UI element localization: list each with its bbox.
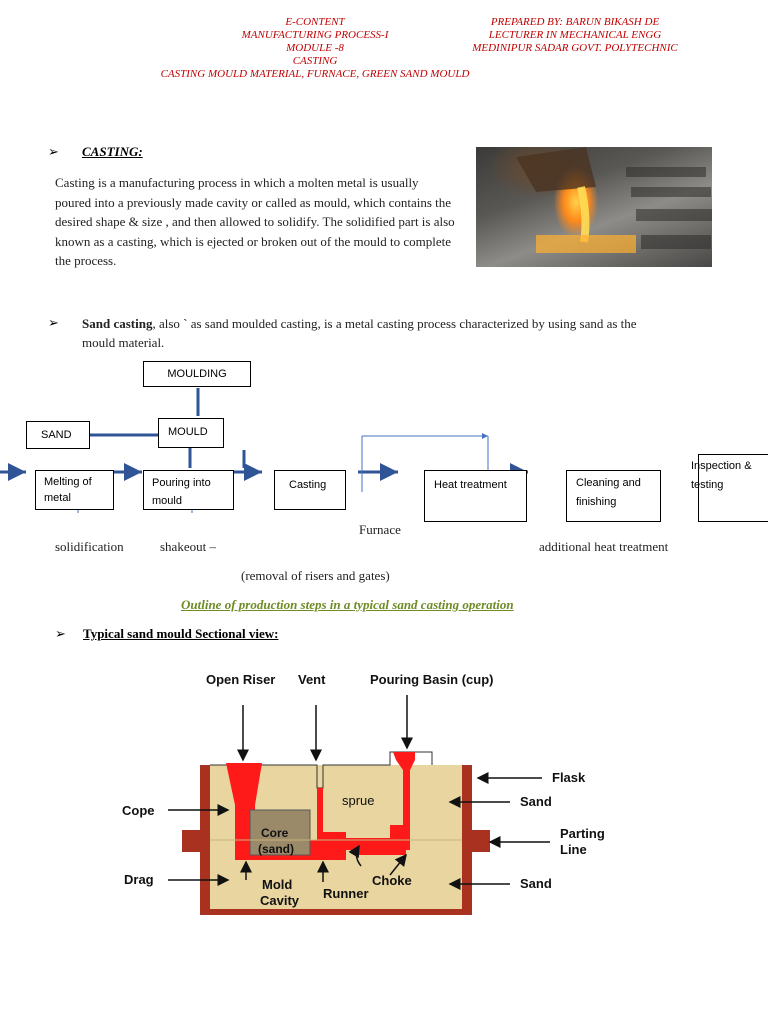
drag-label: Drag xyxy=(124,872,154,887)
core xyxy=(249,809,311,856)
furnace-label: Furnace xyxy=(359,522,401,537)
sand-casting-term: Sand casting xyxy=(82,316,153,331)
sand-mould-diagram: Open Riser Vent Pouring Basin (cup) Flas… xyxy=(122,672,605,915)
header-subtopic: CASTING MOULD MATERIAL, FURNACE, GREEN S… xyxy=(160,68,470,80)
header-prepared-by: PREPARED BY: BARUN BIKASH DE xyxy=(490,16,660,28)
header-left: E-CONTENT MANUFACTURING PROCESS-I MODULE… xyxy=(150,16,480,81)
mould-section-title: Typical sand mould Sectional view: xyxy=(83,626,279,641)
header-designation: LECTURER IN MECHANICAL ENGG xyxy=(488,29,662,41)
sand-top-label: Sand xyxy=(520,794,552,809)
sand-casting-definition: , also ` as sand moulded casting, is a m… xyxy=(82,316,637,350)
solidification-label: solidification xyxy=(55,539,124,554)
flow-caption: Outline of production steps in a typical… xyxy=(181,597,514,612)
parting-line-label-1: Parting xyxy=(560,826,605,841)
choke-label: Choke xyxy=(372,873,412,888)
melting-box: Melting of metal xyxy=(35,470,114,510)
core-label-1: Core xyxy=(261,826,289,840)
mould-box: MOULD xyxy=(158,418,224,448)
casting-box: Casting xyxy=(274,470,346,510)
inspection-testing-box: Inspection & testing xyxy=(691,454,768,522)
heat-treatment-box: Heat treatment xyxy=(424,470,527,522)
sprue-label: sprue xyxy=(342,793,375,808)
cope-label: Cope xyxy=(122,803,155,818)
header-institute: MEDINIPUR SADAR GOVT. POLYTECHNIC xyxy=(472,42,678,54)
header-topic: CASTING xyxy=(292,55,338,67)
vent-label: Vent xyxy=(298,672,326,687)
flask-label: Flask xyxy=(552,770,586,785)
right-lug xyxy=(470,830,490,852)
moulding-box: MOULDING xyxy=(143,361,251,387)
header-subject: MANUFACTURING PROCESS-I xyxy=(241,29,389,41)
header-econtent: E-CONTENT xyxy=(285,16,345,28)
mold-cavity-label-2: Cavity xyxy=(260,893,300,908)
parting-line-label-2: Line xyxy=(560,842,587,857)
casting-paragraph: Casting is a manufacturing process in wh… xyxy=(55,175,455,268)
header-module: MODULE -8 xyxy=(286,42,344,54)
arrowhead-bullet-icon: ➢ xyxy=(48,315,59,330)
sand-casting-paragraph: Sand casting, also ` as sand moulded cas… xyxy=(82,314,642,352)
arrowhead-bullet-icon: ➢ xyxy=(55,626,66,641)
sand-bottom-label: Sand xyxy=(520,876,552,891)
casting-title: CASTING: xyxy=(82,144,143,159)
runner-label: Runner xyxy=(323,886,369,901)
open-riser-label: Open Riser xyxy=(206,672,275,687)
inspection-testing-label: Inspection & testing xyxy=(691,460,752,491)
pouring-basin-label: Pouring Basin (cup) xyxy=(370,672,494,687)
arrowhead-bullet-icon: ➢ xyxy=(48,144,59,159)
pouring-box: Pouring into mould xyxy=(143,470,234,510)
sand-box: SAND xyxy=(26,421,90,449)
header-right: PREPARED BY: BARUN BIKASH DE LECTURER IN… xyxy=(445,16,705,55)
removal-label: (removal of risers and gates) xyxy=(241,568,390,583)
core-label-2: (sand) xyxy=(258,842,294,856)
additional-heat-treatment-label: additional heat treatment xyxy=(539,539,669,554)
cleaning-finishing-box: Cleaning and finishing xyxy=(566,470,661,522)
molten-metal-pouring-photo xyxy=(476,147,712,267)
shakeout-label: shakeout – xyxy=(160,539,216,554)
mold-cavity-label-1: Mold xyxy=(262,877,292,892)
left-lug-top xyxy=(182,830,202,852)
sprue-metal xyxy=(393,752,415,850)
